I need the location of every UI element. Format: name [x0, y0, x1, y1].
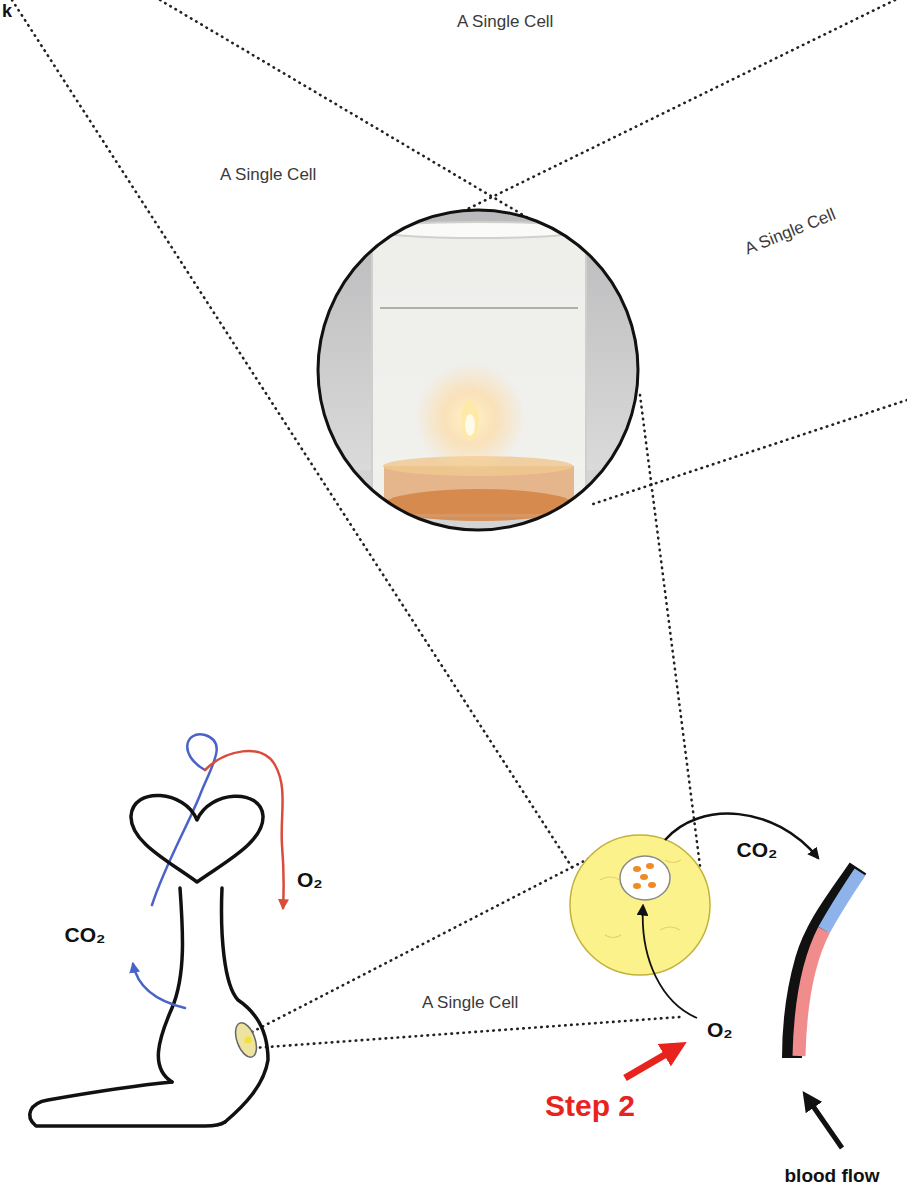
cell-label: A Single Cell	[220, 165, 316, 185]
step-label: Step 2	[545, 1089, 635, 1124]
flow-label: blood flow	[785, 1165, 880, 1187]
cell-label: A Single Cell	[457, 12, 553, 32]
step-arrow	[625, 1046, 680, 1078]
cell-label: A Single Cell	[220, 165, 316, 185]
body-outline	[222, 888, 268, 1122]
cell-label: A Single Cell	[422, 993, 518, 1013]
gas-label: CO₂	[737, 838, 778, 862]
cell-label: A Single Cell	[457, 12, 553, 32]
zoom-line	[252, 858, 590, 1032]
mitochondrion	[640, 874, 648, 880]
step-label: Step 2	[545, 1089, 635, 1124]
tissue-patch	[231, 1020, 260, 1060]
vessel-arterial	[799, 930, 824, 1056]
zoom-lines	[12, 0, 907, 1048]
zoom-line	[12, 0, 575, 872]
nucleus	[620, 856, 670, 900]
graduation-line	[380, 307, 578, 309]
cell-dot	[245, 1037, 252, 1044]
gas-label: CO₂	[65, 923, 106, 947]
gas-label: CO₂	[65, 923, 106, 947]
corner-text: k	[2, 1, 12, 22]
flame-glow	[415, 363, 525, 473]
zoom-line	[254, 1017, 680, 1048]
photo-frame	[318, 210, 638, 530]
cell-label: A Single Cell	[742, 205, 839, 259]
gas-label: O₂	[707, 1018, 733, 1042]
mitochondrion	[648, 882, 656, 888]
zoom-line	[445, 0, 895, 220]
body-outline	[158, 888, 182, 1082]
flame-core	[465, 414, 475, 436]
cell-drawing	[570, 814, 818, 1018]
candle-photo	[310, 205, 650, 535]
person-sketch	[30, 734, 284, 1126]
gas-label: O₂	[297, 868, 323, 892]
vein-arrow	[133, 964, 185, 1008]
mitochondrion	[646, 863, 654, 869]
cell-label: A Single Cell	[422, 993, 518, 1013]
flame	[461, 400, 479, 440]
cell-label: A Single Cell	[742, 205, 839, 259]
gas-label: CO₂	[737, 838, 778, 862]
beaker	[372, 228, 586, 518]
o2-arrow	[643, 906, 697, 1018]
zoom-line	[640, 395, 700, 866]
flow-label: blood flow	[785, 1165, 880, 1187]
zoom-line	[160, 0, 545, 228]
cell-body	[570, 835, 710, 975]
zoom-line	[590, 400, 907, 505]
artery-arrow	[205, 751, 284, 908]
flow-arrow	[806, 1096, 842, 1148]
heart-outline	[131, 795, 263, 882]
gas-label: O₂	[707, 1018, 733, 1042]
mitochondrion	[633, 883, 641, 889]
blood-vessel	[792, 868, 860, 1058]
leg-outline	[30, 1082, 225, 1126]
vein-line	[152, 734, 217, 905]
mitochondrion	[633, 866, 641, 872]
mitochondria	[633, 863, 656, 889]
vessel-venous	[824, 872, 860, 930]
photo-background	[310, 205, 650, 535]
corner-text: k	[2, 1, 12, 22]
gas-label: O₂	[297, 868, 323, 892]
